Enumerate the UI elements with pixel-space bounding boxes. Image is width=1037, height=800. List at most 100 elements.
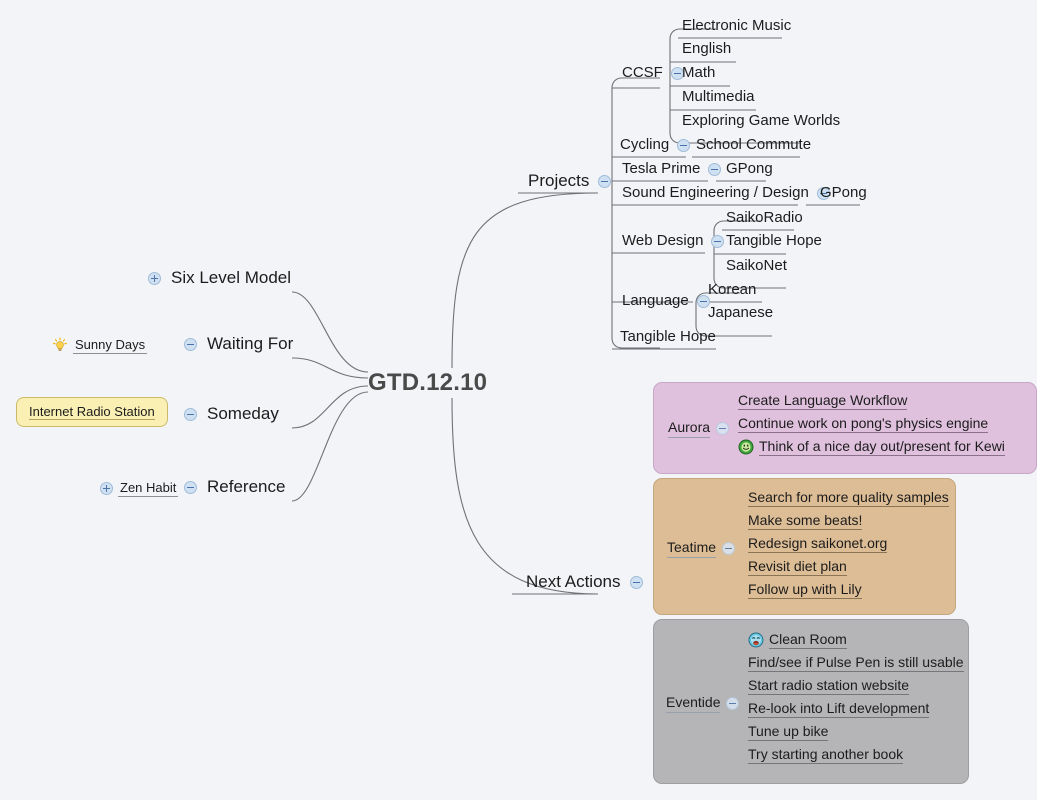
expand-toggle-plus[interactable] [100, 482, 113, 495]
item-text: Tune up bike [748, 723, 829, 741]
child-internet-radio-station[interactable]: Internet Radio Station [16, 397, 168, 427]
item-text: Revisit diet plan [748, 558, 847, 576]
project-tesla-prime[interactable]: Tesla Prime [620, 160, 722, 178]
branch-reference[interactable]: Reference [184, 477, 287, 498]
web-design-child-tangible-hope[interactable]: Tangible Hope [724, 232, 824, 250]
list-item[interactable]: Find/see if Pulse Pen is still usable [745, 652, 967, 675]
collapse-toggle-minus[interactable] [716, 422, 730, 435]
node-label: School Commute [696, 136, 812, 153]
node-label: GPong [820, 184, 867, 201]
green-smiley-icon [738, 439, 755, 456]
project-language[interactable]: Language [620, 292, 710, 310]
item-text: Create Language Workflow [738, 392, 908, 410]
branch-someday[interactable]: Someday [184, 404, 281, 425]
group-eventide-items: Clean Room Find/see if Pulse Pen is stil… [745, 629, 967, 767]
collapse-toggle-minus[interactable] [670, 66, 684, 80]
group-aurora-label[interactable]: Aurora [668, 419, 730, 438]
list-item[interactable]: Clean Room [745, 629, 967, 652]
list-item[interactable]: Tune up bike [745, 721, 967, 744]
node-label: CCSF [622, 64, 663, 81]
ccsf-child-math[interactable]: Math [680, 64, 717, 82]
group-teatime-label[interactable]: Teatime [667, 539, 736, 558]
list-item[interactable]: Create Language Workflow [735, 390, 1008, 413]
project-cycling[interactable]: Cycling [618, 136, 691, 154]
central-node[interactable]: GTD.12.10 [368, 369, 488, 396]
collapse-toggle-minus[interactable] [184, 338, 197, 351]
branch-six-level-model[interactable]: Six Level Model [148, 268, 293, 289]
collapse-toggle-minus[interactable] [184, 408, 197, 421]
ccsf-child-exploring-game-worlds[interactable]: Exploring Game Worlds [680, 112, 842, 130]
item-text: Search for more quality samples [748, 489, 949, 507]
list-item[interactable]: Think of a nice day out/present for Kewi [735, 436, 1008, 459]
branch-projects[interactable]: Projects [526, 171, 612, 192]
child-label: Internet Radio Station [29, 404, 155, 420]
blue-yawning-face-icon [748, 632, 765, 649]
collapse-toggle-minus[interactable] [708, 162, 722, 176]
list-item[interactable]: Revisit diet plan [745, 556, 952, 579]
list-item[interactable]: Try starting another book [745, 744, 967, 767]
ccsf-child-multimedia[interactable]: Multimedia [680, 88, 757, 106]
collapse-toggle-minus[interactable] [722, 542, 736, 555]
list-item[interactable]: Make some beats! [745, 510, 952, 533]
list-item[interactable]: Search for more quality samples [745, 487, 952, 510]
node-label: Tangible Hope [620, 328, 716, 345]
branch-label: Reference [207, 477, 286, 496]
node-label: Multimedia [682, 88, 755, 105]
tesla-prime-child-gpong[interactable]: GPong [724, 160, 775, 178]
group-aurora-items: Create Language Workflow Continue work o… [735, 390, 1008, 459]
node-label: Language [622, 292, 689, 309]
project-sound-engineering-design[interactable]: Sound Engineering / Design [620, 184, 830, 202]
collapse-toggle-minus[interactable] [726, 697, 740, 710]
project-tangible-hope[interactable]: Tangible Hope [618, 328, 718, 346]
collapse-toggle-minus[interactable] [711, 234, 725, 248]
web-design-child-saikonet[interactable]: SaikoNet [724, 257, 789, 275]
language-child-korean[interactable]: Korean [706, 281, 758, 299]
node-label: Korean [708, 281, 757, 298]
group-eventide[interactable] [653, 619, 969, 784]
group-eventide-label[interactable]: Eventide [666, 694, 740, 713]
project-web-design[interactable]: Web Design [620, 232, 725, 250]
ccsf-child-electronic-music[interactable]: Electronic Music [680, 17, 793, 35]
node-label: Math [682, 64, 716, 81]
sound-engineering-child-gpong[interactable]: GPong [818, 184, 869, 202]
list-item[interactable]: Start radio station website [745, 675, 967, 698]
item-text: Find/see if Pulse Pen is still usable [748, 654, 964, 672]
list-item[interactable]: Follow up with Lily [745, 579, 952, 602]
node-label: Tangible Hope [726, 232, 822, 249]
collapse-toggle-minus[interactable] [629, 576, 643, 589]
item-text: Continue work on pong's physics engine [738, 415, 989, 433]
ccsf-child-english[interactable]: English [680, 40, 733, 58]
collapse-toggle-minus[interactable] [598, 175, 612, 188]
group-teatime[interactable] [653, 478, 956, 615]
branch-label: Someday [207, 404, 279, 423]
node-label: Japanese [708, 304, 774, 321]
item-text: Think of a nice day out/present for Kewi [759, 438, 1005, 456]
cycling-child-school-commute[interactable]: School Commute [694, 136, 813, 154]
branch-next-actions[interactable]: Next Actions [524, 572, 643, 593]
child-sunny-days[interactable]: Sunny Days [52, 337, 148, 354]
branch-label: Six Level Model [171, 268, 292, 287]
node-label: Exploring Game Worlds [682, 112, 841, 129]
project-ccsf[interactable]: CCSF [620, 64, 684, 82]
collapse-toggle-minus[interactable] [677, 138, 691, 152]
collapse-toggle-minus[interactable] [816, 186, 830, 200]
web-design-child-saikoradio[interactable]: SaikoRadio [724, 209, 805, 227]
child-label: Sunny Days [73, 337, 148, 354]
lightbulb-idea-icon [52, 337, 69, 354]
item-text: Start radio station website [748, 677, 910, 695]
collapse-toggle-minus[interactable] [696, 294, 710, 308]
node-label: Cycling [620, 136, 670, 153]
branch-waiting-for[interactable]: Waiting For [184, 334, 295, 355]
expand-toggle-plus[interactable] [148, 272, 161, 285]
list-item[interactable]: Re-look into Lift development [745, 698, 967, 721]
node-label: SaikoNet [726, 257, 787, 274]
branch-label: Projects [528, 171, 590, 190]
branch-label: Waiting For [207, 334, 294, 353]
language-child-japanese[interactable]: Japanese [706, 304, 775, 322]
list-item[interactable]: Redesign saikonet.org [745, 533, 952, 556]
node-label: SaikoRadio [726, 209, 803, 226]
list-item[interactable]: Continue work on pong's physics engine [735, 413, 1008, 436]
collapse-toggle-minus[interactable] [184, 481, 197, 494]
child-zen-habit[interactable]: Zen Habit [100, 480, 179, 497]
